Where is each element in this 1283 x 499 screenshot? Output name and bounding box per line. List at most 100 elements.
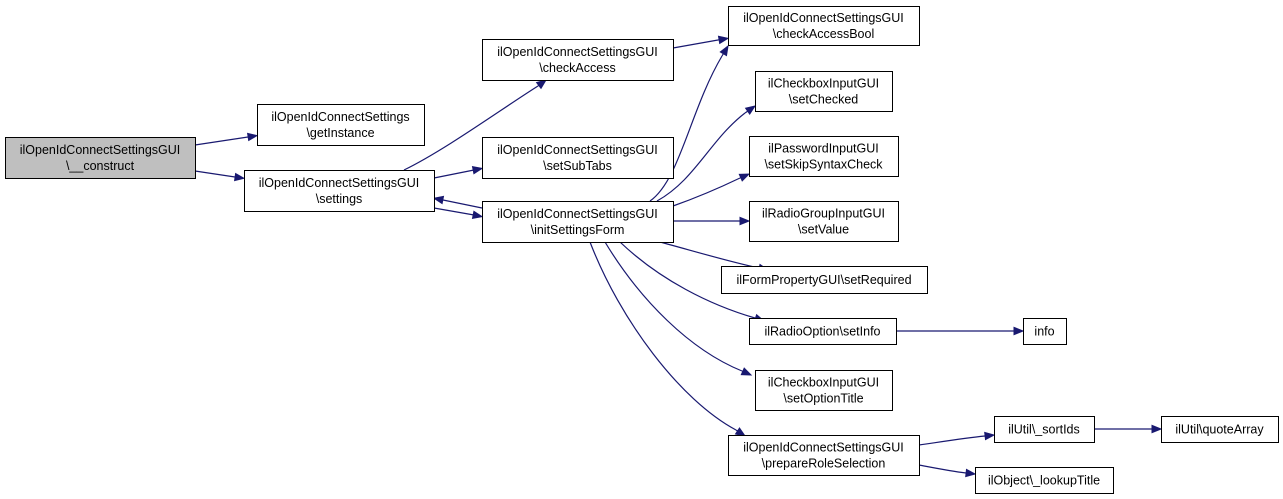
edge-settings-to-setSubTabs	[433, 165, 484, 179]
arrowhead	[739, 216, 751, 226]
node-setValue[interactable]: ilRadioGroupInputGUI \setValue	[749, 201, 899, 242]
node-checkAccess[interactable]: ilOpenIdConnectSettingsGUI\checkAccess	[482, 39, 674, 81]
node-label-line: \__construct	[66, 159, 135, 173]
edge-line	[604, 241, 743, 372]
node-label-line: \prepareRoleSelection	[762, 457, 886, 471]
edge-line	[918, 435, 986, 446]
node-label-line: ilPasswordInputGUI	[768, 142, 878, 156]
node-label-line: ilCheckboxInputGUI	[768, 77, 879, 91]
arrowhead	[738, 173, 751, 182]
node-label-line: \setValue	[798, 223, 849, 237]
edge-line-tail	[744, 110, 748, 114]
arrowhead	[246, 132, 259, 142]
node-setChecked[interactable]: ilCheckboxInputGUI\setChecked	[755, 71, 893, 112]
arrowhead	[734, 427, 747, 437]
edge-line	[442, 199, 483, 209]
arrowhead	[471, 210, 484, 220]
node-prepareRoleSelection[interactable]: ilOpenIdConnectSettingsGUI \prepareRoleSe…	[728, 435, 920, 476]
edge-initSettingsForm-to-settings	[432, 195, 483, 209]
node-label-line: ilOpenIdConnectSettingsGUI	[497, 143, 658, 157]
node-box	[244, 170, 435, 212]
node-box	[749, 136, 899, 177]
node-setSubTabs[interactable]: ilOpenIdConnectSettingsGUI \setSubTabs	[482, 137, 674, 179]
node-box	[1161, 416, 1279, 443]
edge-settings-to-initSettingsForm	[433, 207, 484, 220]
node-box	[749, 201, 899, 242]
node-box	[257, 104, 425, 146]
edges-layer	[194, 35, 1163, 478]
node-box	[1023, 318, 1067, 345]
edge-line	[659, 241, 760, 269]
node-label-line: \initSettingsForm	[531, 223, 625, 237]
node-label-line: ilOpenIdConnectSettingsGUI	[497, 45, 658, 59]
edge-line	[619, 241, 756, 319]
edge-line	[649, 55, 723, 202]
node-label-line: \settings	[316, 192, 363, 206]
node-label-line: ilUtil\quoteArray	[1175, 423, 1264, 437]
node-setInfo[interactable]: ilRadioOption\setInfo	[749, 318, 897, 345]
edge-line	[433, 207, 475, 216]
arrowhead	[965, 468, 977, 478]
arrowhead	[1013, 326, 1025, 336]
edge-prepareRoleSelection-to-sortIds	[918, 431, 996, 446]
node-setRequired[interactable]: ilFormPropertyGUI\setRequired	[721, 266, 928, 294]
node-box	[755, 71, 893, 112]
arrowhead	[719, 44, 729, 57]
node-label-line: ilRadioGroupInputGUI	[762, 207, 885, 221]
node-label-line: ilObject\_lookupTitle	[988, 474, 1100, 488]
arrowhead	[432, 195, 445, 205]
edge-settings-to-checkAccess	[403, 79, 548, 171]
edge-line	[672, 39, 719, 49]
node-box	[482, 39, 674, 81]
edge-line	[656, 112, 746, 202]
node-box	[975, 467, 1114, 494]
edge-construct-to-getInstance	[194, 132, 259, 146]
node-label-line: ilOpenIdConnectSettingsGUI	[743, 441, 904, 455]
node-getInstance[interactable]: ilOpenIdConnectSettings\getInstance	[257, 104, 425, 146]
edge-line	[589, 241, 737, 431]
edge-construct-to-settings	[194, 170, 246, 182]
node-label-line: ilOpenIdConnectSettingsGUI	[259, 176, 420, 190]
arrowhead	[471, 165, 484, 175]
arrowhead	[234, 172, 246, 182]
edge-line	[194, 170, 236, 178]
node-lookupTitle[interactable]: ilObject\_lookupTitle	[975, 467, 1114, 494]
arrowhead	[984, 431, 996, 441]
edge-sortIds-to-quoteArray	[1094, 424, 1163, 434]
arrowhead	[1151, 424, 1163, 434]
node-box	[482, 201, 674, 243]
node-label-line: ilOpenIdConnectSettingsGUI	[497, 207, 658, 221]
node-construct[interactable]: ilOpenIdConnectSettingsGUI \__construct	[5, 137, 196, 179]
node-initSettingsForm[interactable]: ilOpenIdConnectSettingsGUI \initSettingsF…	[482, 201, 674, 243]
edge-line	[918, 464, 967, 474]
node-label-line: ilOpenIdConnectSettingsGUI	[20, 143, 181, 157]
arrowhead	[535, 79, 548, 90]
edge-checkAccess-to-checkAccessBool	[672, 35, 730, 49]
node-label-line: \checkAccessBool	[773, 27, 874, 41]
node-sortIds[interactable]: ilUtil\_sortIds	[994, 416, 1095, 443]
node-info[interactable]: info	[1023, 318, 1067, 345]
edge-line	[194, 136, 249, 146]
edge-line	[403, 85, 539, 171]
node-box	[994, 416, 1095, 443]
node-label-line: \setOptionTitle	[783, 392, 863, 406]
node-box	[755, 370, 893, 411]
node-label-line: \setSubTabs	[543, 159, 612, 173]
node-checkAccessBool[interactable]: ilOpenIdConnectSettingsGUI \checkAccessBo…	[728, 6, 920, 46]
node-label-line: ilOpenIdConnectSettingsGUI	[743, 11, 904, 25]
edge-initSettingsForm-to-setValue	[673, 216, 751, 226]
edge-initSettingsForm-to-checkAccessBool	[649, 44, 729, 202]
arrowhead	[744, 105, 757, 115]
edge-initSettingsForm-to-setOptionTitle	[604, 241, 753, 376]
node-setOptionTitle[interactable]: ilCheckboxInputGUI\setOptionTitle	[755, 370, 893, 411]
node-setSkipSyntaxCheck[interactable]: ilPasswordInputGUI\setSkipSyntaxCheck	[749, 136, 899, 177]
node-label-line: ilOpenIdConnectSettings	[271, 110, 409, 124]
arrowhead	[740, 367, 753, 376]
node-label-line: ilFormPropertyGUI\setRequired	[736, 273, 911, 287]
node-quoteArray[interactable]: ilUtil\quoteArray	[1161, 416, 1279, 443]
edge-prepareRoleSelection-to-lookupTitle	[918, 464, 977, 478]
node-box	[482, 137, 674, 179]
node-box	[5, 137, 196, 179]
node-settings[interactable]: ilOpenIdConnectSettingsGUI \settings	[244, 170, 435, 212]
